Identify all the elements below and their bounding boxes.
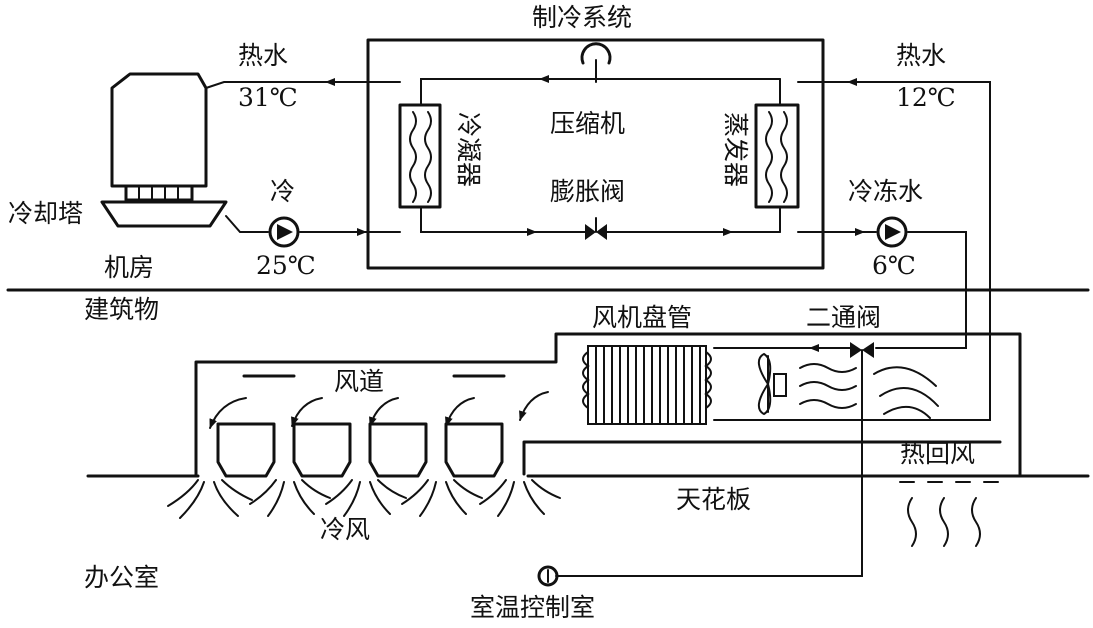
two-way-valve[interactable]: 二通阀: [806, 303, 881, 365]
refrigerant-loop: [420, 75, 781, 236]
fan-coil-label: 风机盘管: [592, 303, 692, 332]
cold-water-temp: 25℃: [256, 251, 316, 280]
compressor: 压缩机: [550, 42, 625, 138]
refrigeration-system: 制冷系统: [366, 3, 825, 270]
air-duct-label: 风道: [334, 367, 384, 396]
hot-water-right-temp: 12℃: [896, 83, 956, 112]
compressor-label: 压缩机: [550, 109, 625, 138]
fan-coil-unit: 风机盘管: [194, 303, 1022, 478]
evaporator: 蒸发器: [721, 103, 800, 209]
two-way-valve-label: 二通阀: [806, 303, 881, 332]
room-temp-control: 室温控制室 办公室: [84, 361, 863, 622]
building-label: 建筑物: [84, 295, 159, 324]
diffuser-3: [368, 422, 428, 478]
air-flow-lines: [799, 363, 939, 419]
fan-icon: [757, 352, 787, 416]
refrigeration-system-label: 制冷系统: [532, 3, 632, 32]
diffuser-2: [292, 422, 352, 478]
hot-return-air: 热回风: [899, 439, 999, 547]
chilled-water-pump-icon: [876, 216, 908, 248]
expansion-valve-label: 膨胀阀: [550, 177, 625, 206]
building-boundaries: 机房 建筑物 天花板: [6, 253, 1090, 514]
condenser-label: 冷凝器: [454, 112, 483, 187]
condenser-water-loop: 热水 31℃ 冷 25℃: [205, 41, 401, 280]
hot-return-air-label: 热回风: [900, 439, 975, 468]
thermostat-icon: [537, 565, 559, 587]
coil-icon: [582, 345, 712, 425]
cold-water-label: 冷: [270, 177, 295, 206]
diffuser-1: [216, 422, 276, 478]
chilled-water-label: 冷冻水: [848, 177, 923, 206]
machine-room-label: 机房: [104, 253, 154, 282]
room-temp-control-label: 室温控制室: [470, 593, 595, 622]
office-label: 办公室: [84, 563, 159, 592]
cold-air-flow: 冷风: [167, 479, 561, 544]
cooling-tower-label: 冷却塔: [8, 199, 83, 228]
ceiling-label: 天花板: [676, 485, 751, 514]
hot-water-left-label: 热水: [238, 41, 288, 70]
expansion-valve: 膨胀阀: [550, 177, 625, 240]
diffuser-4: [444, 422, 504, 478]
cold-air-label: 冷风: [320, 515, 370, 544]
air-duct: 风道: [209, 367, 549, 478]
hot-water-left-temp: 31℃: [238, 83, 298, 112]
cooling-tower: 冷却塔: [8, 72, 228, 228]
chilled-water-loop: 热水 12℃ 冷冻水 6℃: [713, 41, 991, 421]
evaporator-label: 蒸发器: [721, 112, 750, 187]
condenser: 冷凝器: [398, 103, 483, 209]
chilled-water-temp: 6℃: [872, 251, 916, 280]
hot-water-right-label: 热水: [896, 41, 946, 70]
cooling-water-pump-icon: [268, 216, 300, 248]
